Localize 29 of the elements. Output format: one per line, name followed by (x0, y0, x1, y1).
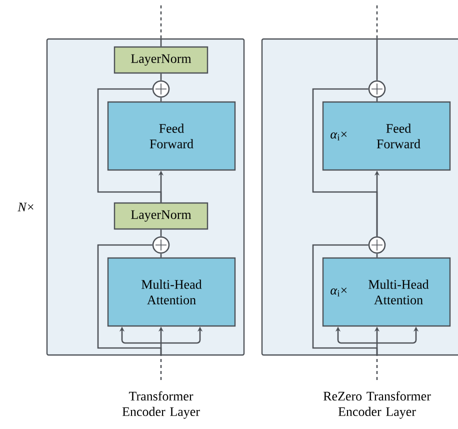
connector (376, 38, 378, 80)
layer-norm-box: LayerNorm (114, 46, 208, 74)
layer-norm-box: LayerNorm (114, 202, 208, 230)
block-box: α$_{i}$× Multi-Head Attention (322, 257, 451, 327)
add-circle (152, 80, 170, 98)
add-circle (368, 80, 386, 98)
connector (312, 244, 378, 356)
block-box: Multi-Head Attention (107, 257, 236, 327)
connector (160, 356, 162, 380)
connector (97, 88, 162, 202)
block-box: Feed Forward (107, 101, 236, 171)
connector (160, 5, 162, 38)
connector (160, 38, 162, 46)
connector (97, 244, 162, 356)
repeat-label: N× (18, 202, 34, 212)
connector (376, 356, 378, 380)
connector (376, 5, 378, 38)
connector (312, 88, 378, 236)
add-circle (368, 236, 386, 254)
connector (160, 98, 162, 102)
connector (160, 74, 162, 80)
layer-caption: ReZero Transformer Encoder Layer (323, 391, 431, 419)
connector (160, 230, 162, 236)
add-circle (152, 236, 170, 254)
connector (376, 254, 378, 258)
block-box: α$_{i}$× Feed Forward (322, 101, 451, 171)
layer-caption: Transformer Encoder Layer (122, 391, 200, 419)
connector (376, 98, 378, 102)
connector (160, 254, 162, 258)
